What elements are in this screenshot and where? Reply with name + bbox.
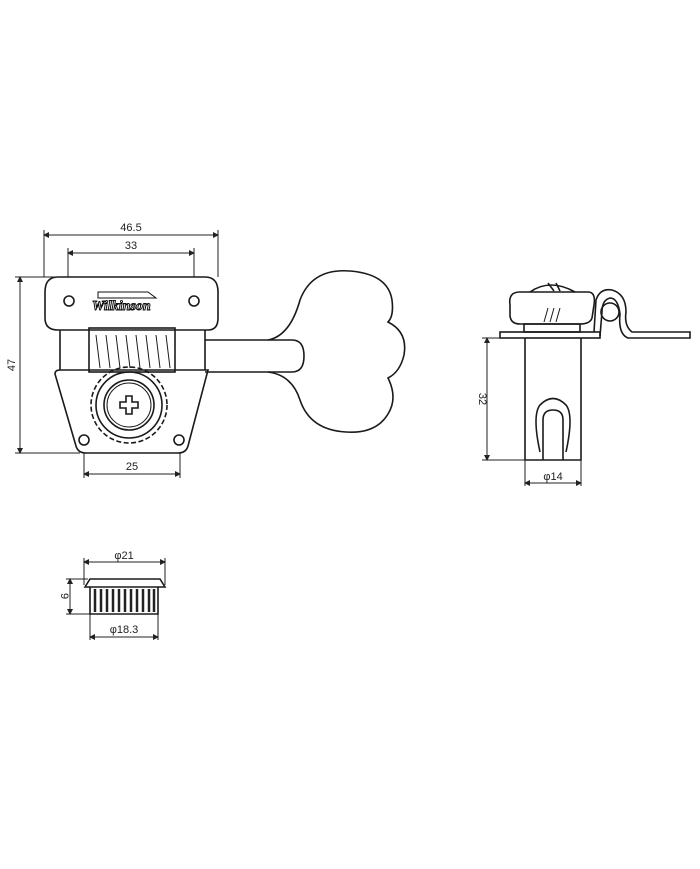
dimension-hole-spacing-bottom: 25	[83, 453, 181, 478]
bushing-body	[89, 587, 159, 615]
svg-text:33: 33	[125, 240, 137, 252]
screw-head	[529, 282, 576, 293]
dimension-bushing-height: 9	[58, 578, 90, 615]
dimension-post-diameter: φ14	[524, 460, 582, 486]
svg-text:9: 9	[58, 593, 70, 599]
flange	[499, 331, 601, 339]
phillips-screw-icon	[119, 395, 139, 415]
worm-gear	[88, 327, 176, 373]
brand-logo: Wilkinson	[92, 291, 158, 315]
front-view: Wilkinson 46.5 33 47	[6, 222, 406, 478]
svg-text:Wilkinson: Wilkinson	[92, 299, 151, 314]
tuner-key	[267, 269, 406, 433]
bushing-flange	[83, 578, 167, 588]
top-plate	[44, 276, 219, 331]
svg-text:32: 32	[476, 393, 488, 405]
side-view: 32 φ14	[476, 282, 691, 486]
svg-text:47: 47	[6, 359, 18, 371]
dimension-height: 47	[6, 276, 80, 454]
svg-text:φ14: φ14	[543, 471, 562, 483]
mounting-hole-icon	[63, 295, 200, 446]
housing-middle	[59, 330, 206, 370]
bushing-knurl	[93, 589, 156, 612]
svg-text:46.5: 46.5	[120, 222, 141, 234]
svg-text:φ21: φ21	[114, 550, 133, 562]
bushing-view: φ21 9 φ18.3	[58, 550, 167, 640]
tuner-shaft	[205, 339, 305, 373]
pinion-gear	[90, 366, 168, 444]
gear-cap	[508, 291, 596, 325]
bottom-plate	[54, 369, 210, 454]
string-post-loop	[593, 288, 691, 339]
dimension-post-height: 32	[476, 337, 525, 461]
dimension-overall-width: 46.5	[43, 222, 219, 277]
svg-text:φ18.3: φ18.3	[110, 624, 139, 636]
string-post	[524, 338, 582, 461]
svg-text:25: 25	[126, 461, 138, 473]
dimension-bushing-outer: φ21	[83, 550, 166, 585]
dimension-hole-spacing-top: 33	[67, 240, 195, 277]
dimension-bushing-inner: φ18.3	[89, 614, 159, 640]
